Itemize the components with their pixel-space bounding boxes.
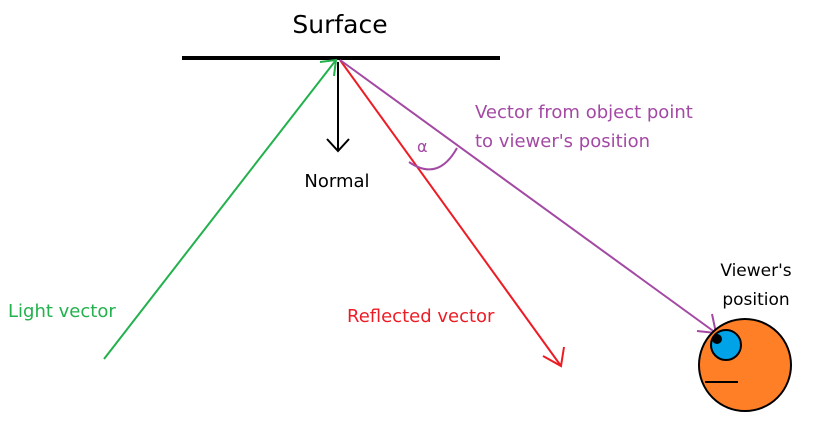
viewer-label-line1: Viewer's bbox=[720, 261, 791, 281]
alpha-angle-arc bbox=[408, 147, 458, 171]
viewer-vector-label-line1: Vector from object point bbox=[475, 102, 693, 123]
viewer-vector-label-line2: to viewer's position bbox=[475, 131, 650, 152]
normal-arrow bbox=[326, 62, 350, 153]
light-vector-label: Light vector bbox=[8, 301, 116, 322]
eye-icon bbox=[710, 329, 742, 361]
viewer-vector-arrow bbox=[339, 59, 718, 335]
surface-label: Surface bbox=[292, 10, 387, 39]
viewer-head-icon bbox=[698, 318, 792, 412]
reflected-vector-label: Reflected vector bbox=[347, 306, 495, 327]
light-vector-arrow bbox=[103, 58, 338, 360]
normal-label: Normal bbox=[304, 171, 369, 192]
reflected-vector-arrow bbox=[339, 59, 565, 368]
viewer-label-line2: position bbox=[722, 290, 789, 310]
alpha-label: α bbox=[417, 137, 428, 156]
